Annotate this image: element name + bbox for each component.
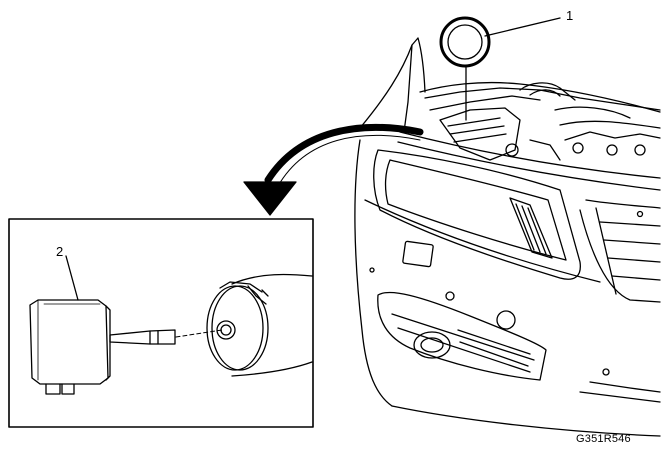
detail-inset xyxy=(8,218,314,428)
dust-cover-ring xyxy=(439,16,561,121)
callout-label-1: 1 xyxy=(566,8,574,23)
vehicle-front xyxy=(354,37,661,437)
figure-code: G351R546 xyxy=(576,433,631,445)
direction-arrow xyxy=(243,123,424,216)
callout-label-2: 2 xyxy=(56,244,64,259)
